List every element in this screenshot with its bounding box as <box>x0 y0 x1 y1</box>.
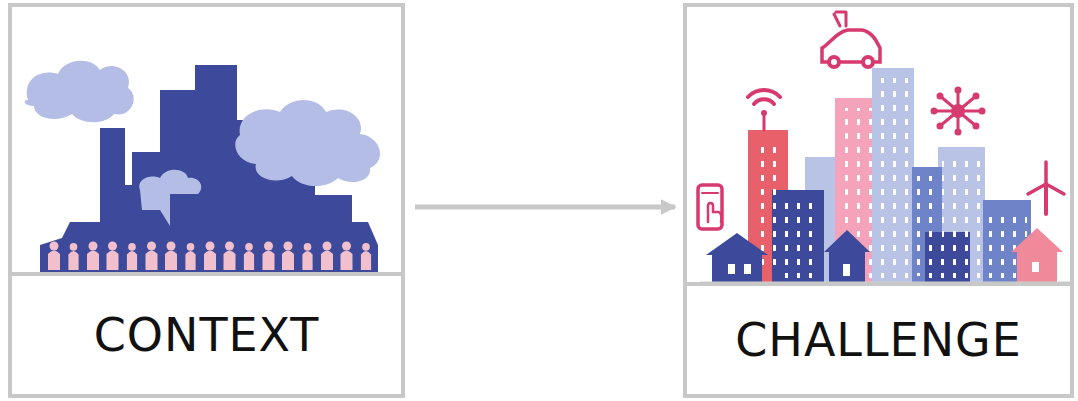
cloud <box>139 170 201 226</box>
polluted-city <box>25 61 380 272</box>
label-cell: CHALLENGE <box>687 282 1070 394</box>
smart-city <box>698 12 1070 283</box>
panel-title: CHALLENGE <box>735 313 1022 367</box>
label-cell: CONTEXT <box>12 272 401 394</box>
flow-arrow <box>415 205 675 210</box>
panel-box: CONTEXT <box>8 3 405 398</box>
cloud <box>25 61 134 123</box>
panel-box: CHALLENGE <box>683 3 1074 398</box>
crowd <box>48 242 371 271</box>
icons <box>698 12 1064 229</box>
cloud <box>235 100 380 186</box>
panel-title: CONTEXT <box>94 308 320 362</box>
